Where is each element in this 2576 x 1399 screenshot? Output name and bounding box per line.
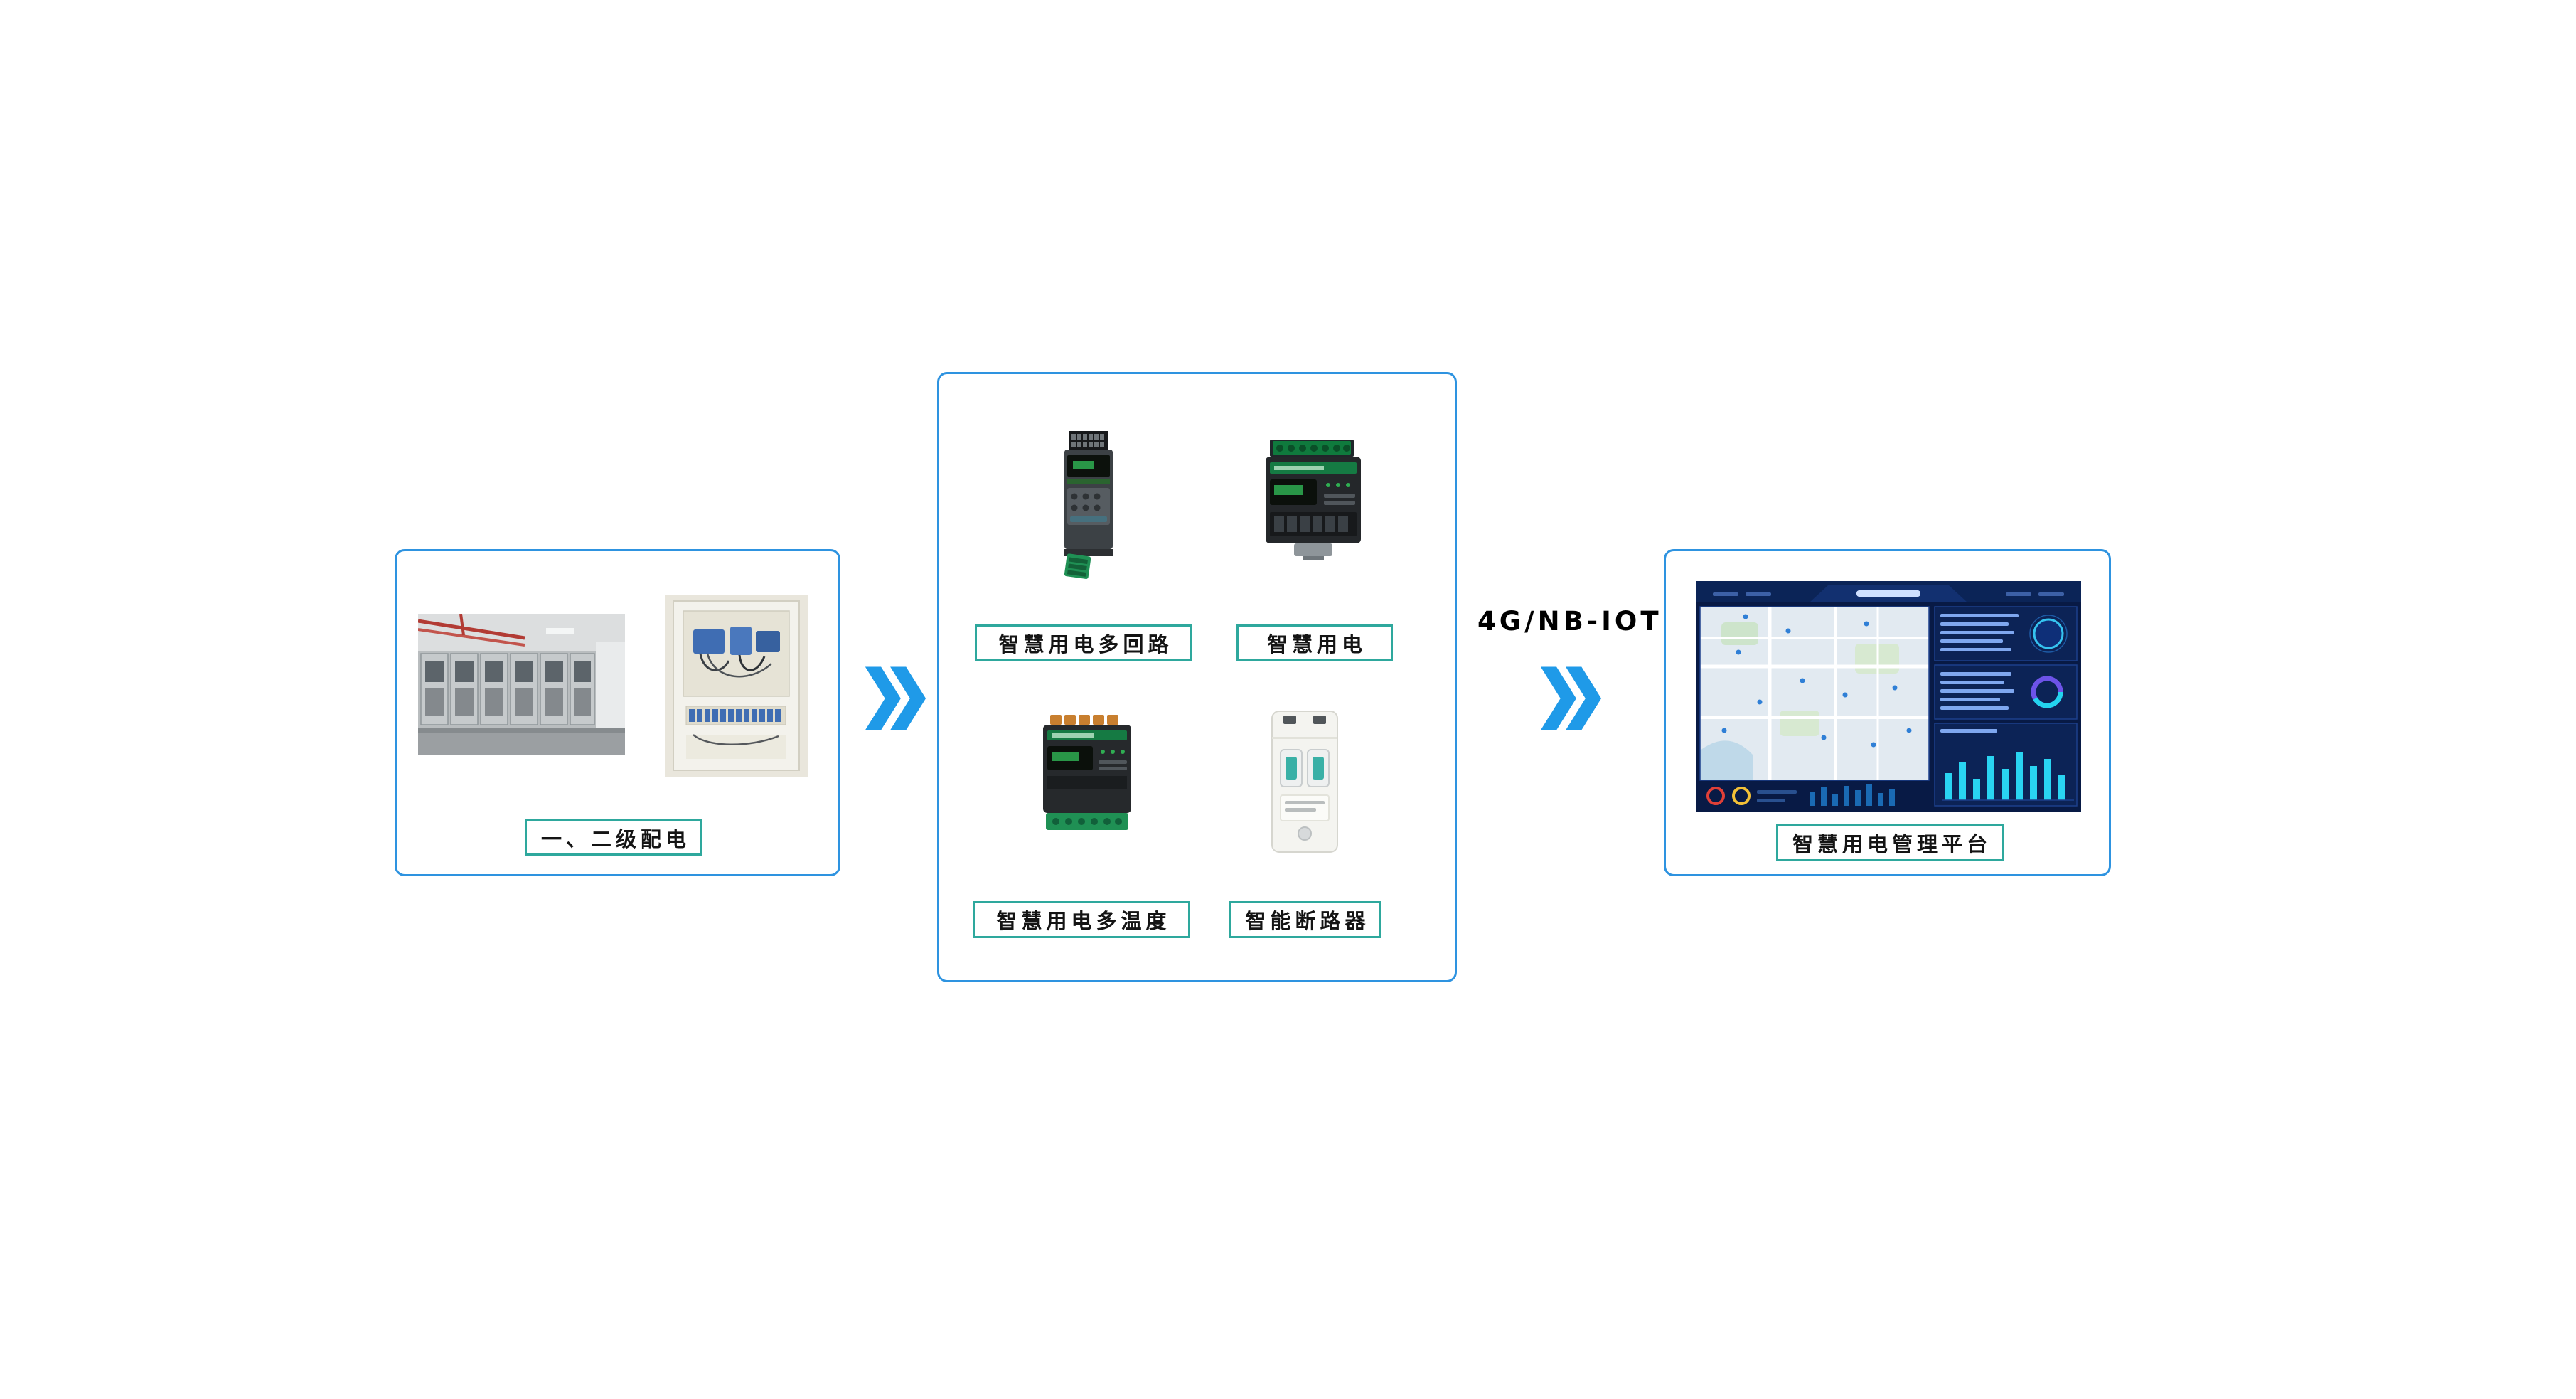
smart-breaker-device-graphic	[1271, 711, 1338, 853]
distribution-cabinet-photo	[665, 595, 808, 777]
flow-arrow-2	[1539, 660, 1602, 737]
smart-breaker-label: 智能断路器	[1229, 901, 1381, 938]
distribution-panel: 一、二级配电	[395, 549, 840, 876]
smart-power-device-image	[1260, 438, 1367, 562]
distribution-room-photo-graphic	[418, 614, 625, 755]
double-chevron-right-icon	[865, 666, 926, 730]
multi-circuit-label: 智慧用电多回路	[975, 624, 1192, 661]
multi-temperature-device-image	[1037, 712, 1137, 841]
multi-temperature-label-text: 智慧用电多温度	[996, 909, 1171, 933]
smart-power-label-text: 智慧用电	[1266, 632, 1367, 656]
distribution-label: 一、二级配电	[525, 819, 702, 856]
distribution-label-text: 一、二级配电	[540, 826, 690, 851]
distribution-room-photo	[418, 614, 625, 755]
platform-panel: 智慧用电管理平台	[1664, 549, 2111, 876]
connection-label: 4G/NB-IOT	[1477, 606, 1662, 637]
smart-breaker-device-image	[1259, 708, 1350, 857]
platform-dashboard-graphic	[1696, 581, 2081, 812]
smart-power-device-graphic	[1266, 440, 1361, 560]
devices-panel: 智慧用电多回路 智慧用电	[937, 372, 1457, 982]
flow-arrow-1	[864, 660, 926, 737]
platform-label: 智慧用电管理平台	[1776, 824, 2004, 861]
smart-power-label: 智慧用电	[1236, 624, 1393, 661]
smart-breaker-label-text: 智能断路器	[1245, 909, 1370, 933]
distribution-cabinet-photo-graphic	[665, 595, 808, 777]
multi-circuit-label-text: 智慧用电多回路	[998, 632, 1173, 656]
double-chevron-right-icon	[1540, 666, 1602, 730]
platform-label-text: 智慧用电管理平台	[1792, 832, 1992, 856]
multi-temperature-label: 智慧用电多温度	[973, 901, 1190, 938]
multi-circuit-device-image	[1054, 427, 1121, 579]
multi-circuit-device-graphic	[1064, 431, 1113, 579]
multi-temperature-device-graphic	[1043, 715, 1131, 830]
platform-dashboard-screenshot	[1696, 581, 2081, 812]
